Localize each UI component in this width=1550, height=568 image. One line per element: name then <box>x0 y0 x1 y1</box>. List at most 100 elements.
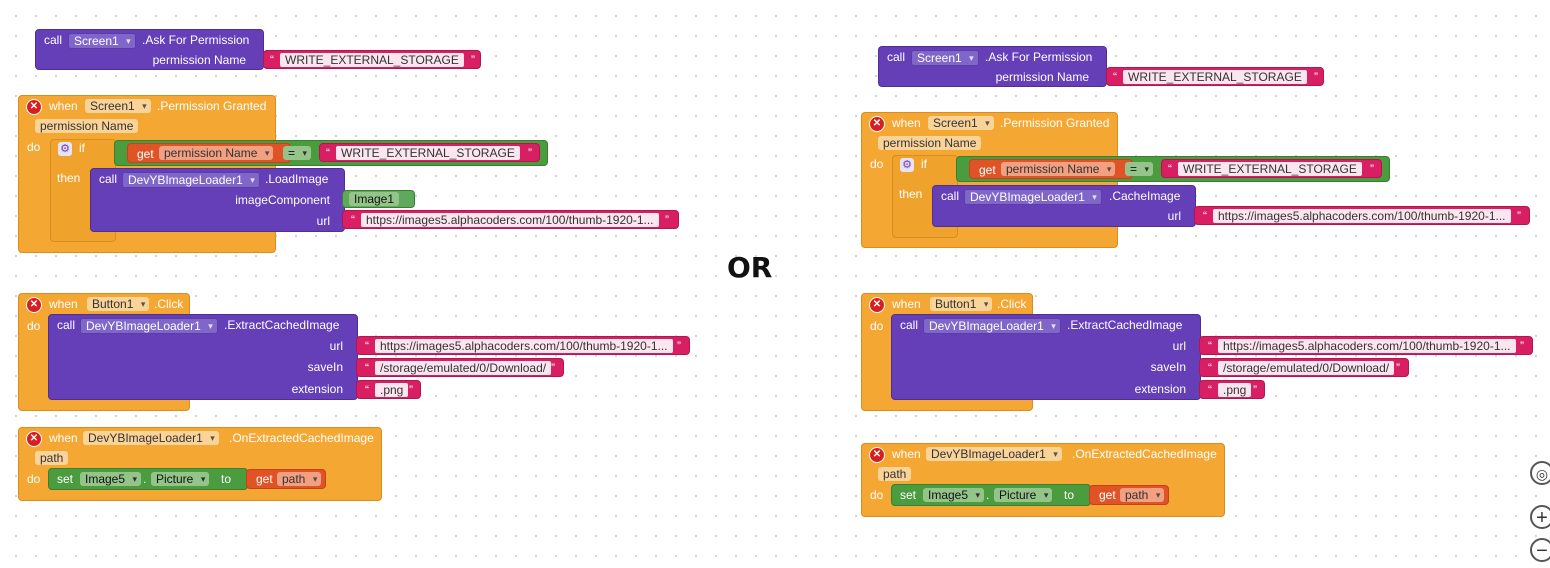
call-keyword: call <box>941 189 960 203</box>
zoom-in-icon[interactable]: + <box>1530 505 1550 529</box>
screen1-dropdown[interactable]: Screen1 <box>911 50 979 66</box>
url-text-value[interactable]: https://images5.alphacoders.com/100/thum… <box>1213 209 1511 223</box>
get-block[interactable]: get permission Name <box>127 143 291 163</box>
image1-component[interactable]: Image1 <box>349 192 400 206</box>
text-value[interactable]: WRITE_EXTERNAL_STORAGE <box>1123 70 1307 84</box>
dot-separator: . <box>143 472 147 486</box>
error-icon[interactable]: ✕ <box>869 297 885 313</box>
get-block[interactable]: get permission Name <box>969 159 1133 179</box>
savein-label: saveIn <box>307 360 343 374</box>
picture-dropdown[interactable]: Picture <box>151 472 210 486</box>
url-text-value[interactable]: https://images5.alphacoders.com/100/thum… <box>361 213 659 227</box>
loader-dropdown[interactable]: DevYBImageLoader1 <box>83 431 219 445</box>
equals-operator-dropdown[interactable]: = <box>283 146 312 160</box>
do-keyword: do <box>870 157 884 171</box>
mutator-gear-icon[interactable]: ⚙ <box>900 158 914 172</box>
text-block[interactable]: “ WRITE_EXTERNAL_STORAGE ” <box>319 143 540 162</box>
extract-call-block[interactable]: call DevYBImageLoader1 .ExtractCachedIma… <box>48 314 358 400</box>
url-label: url <box>1172 339 1186 353</box>
compare-block[interactable]: get permission Name = “ WRITE_EXTERNAL_S… <box>114 140 548 166</box>
to-keyword: to <box>221 472 232 486</box>
error-icon[interactable]: ✕ <box>869 447 885 463</box>
text-value[interactable]: WRITE_EXTERNAL_STORAGE <box>1178 162 1362 176</box>
extension-text-block[interactable]: “ .png ” <box>356 380 421 399</box>
set-picture-block[interactable]: set Image5 . Picture to <box>891 484 1091 506</box>
permission-name-param[interactable]: permission Name <box>35 119 139 133</box>
text-block[interactable]: “ WRITE_EXTERNAL_STORAGE ” <box>1106 67 1324 86</box>
permission-name-param[interactable]: permission Name <box>878 136 982 150</box>
loader-dropdown[interactable]: DevYBImageLoader1 <box>964 189 1102 205</box>
url-label: url <box>316 214 330 228</box>
extension-text-block[interactable]: “ .png ” <box>1199 380 1265 399</box>
recenter-icon[interactable]: ◎ <box>1530 461 1550 485</box>
compare-block[interactable]: get permission Name = “ WRITE_EXTERNAL_S… <box>956 156 1390 182</box>
ask-permission-block-right[interactable]: call Screen1 .Ask For Permission permiss… <box>878 46 1107 87</box>
text-block[interactable]: “ WRITE_EXTERNAL_STORAGE ” <box>263 50 481 69</box>
extract-label: .ExtractCachedImage <box>1067 318 1183 332</box>
savein-text-value[interactable]: /storage/emulated/0/Download/ <box>375 361 552 375</box>
get-path-block[interactable]: get path <box>1089 485 1169 505</box>
error-icon[interactable]: ✕ <box>26 99 42 115</box>
extracted-label: .OnExtractedCachedImage <box>1072 447 1217 461</box>
screen1-dropdown[interactable]: Screen1 <box>68 33 136 49</box>
savein-text-block[interactable]: “ /storage/emulated/0/Download/ ” <box>356 358 564 377</box>
set-picture-block[interactable]: set Image5 . Picture to <box>48 468 248 490</box>
screen1-dropdown[interactable]: Screen1 <box>85 99 151 113</box>
then-keyword: then <box>57 171 81 185</box>
extension-text-value[interactable]: .png <box>375 383 409 397</box>
image5-dropdown[interactable]: Image5 <box>80 472 142 486</box>
equals-operator-dropdown[interactable]: = <box>1125 162 1154 176</box>
call-keyword: call <box>44 33 63 47</box>
text-block[interactable]: “ WRITE_EXTERNAL_STORAGE ” <box>1161 159 1382 178</box>
cacheimage-call-block[interactable]: call DevYBImageLoader1 .CacheImage url <box>932 185 1196 227</box>
permission-name-dropdown[interactable]: permission Name <box>1001 162 1116 176</box>
image5-dropdown[interactable]: Image5 <box>923 488 985 502</box>
savein-label: saveIn <box>1150 360 1186 374</box>
permission-name-label: permission Name <box>152 53 246 67</box>
button1-dropdown[interactable]: Button1 <box>930 297 993 311</box>
ask-permission-label: .Ask For Permission <box>142 33 250 47</box>
path-param[interactable]: path <box>878 467 912 481</box>
zoom-out-icon[interactable]: − <box>1530 538 1550 562</box>
screen1-dropdown[interactable]: Screen1 <box>928 116 994 130</box>
path-dropdown[interactable]: path <box>277 472 322 486</box>
do-keyword: do <box>870 319 884 333</box>
picture-dropdown[interactable]: Picture <box>994 488 1053 502</box>
do-keyword: do <box>27 472 41 486</box>
error-icon[interactable]: ✕ <box>869 116 885 132</box>
url-text-block[interactable]: “ https://images5.alphacoders.com/100/th… <box>342 210 679 229</box>
extension-text-value[interactable]: .png <box>1218 383 1252 397</box>
get-keyword: get <box>137 147 154 161</box>
error-icon[interactable]: ✕ <box>26 297 42 313</box>
text-value[interactable]: WRITE_EXTERNAL_STORAGE <box>280 53 464 67</box>
loader-dropdown[interactable]: DevYBImageLoader1 <box>926 447 1062 461</box>
path-param[interactable]: path <box>35 451 69 465</box>
button1-dropdown[interactable]: Button1 <box>87 297 150 311</box>
dot-separator: . <box>986 488 990 502</box>
when-keyword: when <box>892 297 921 311</box>
image1-component-block[interactable]: Image1 <box>342 190 415 208</box>
url-text-value[interactable]: https://images5.alphacoders.com/100/thum… <box>375 339 673 353</box>
loadimage-call-block[interactable]: call DevYBImageLoader1 .LoadImage imageC… <box>90 168 345 232</box>
path-dropdown[interactable]: path <box>1120 488 1165 502</box>
extract-call-block[interactable]: call DevYBImageLoader1 .ExtractCachedIma… <box>891 314 1201 400</box>
loader-dropdown[interactable]: DevYBImageLoader1 <box>80 318 218 334</box>
cacheimage-label: .CacheImage <box>1109 189 1181 203</box>
error-icon[interactable]: ✕ <box>26 431 42 447</box>
mutator-gear-icon[interactable]: ⚙ <box>58 142 72 156</box>
url-text-block[interactable]: “ https://images5.alphacoders.com/100/th… <box>356 336 690 355</box>
url-text-value[interactable]: https://images5.alphacoders.com/100/thum… <box>1218 339 1516 353</box>
url-text-block[interactable]: “ https://images5.alphacoders.com/100/th… <box>1199 336 1533 355</box>
extracted-label: .OnExtractedCachedImage <box>229 431 374 445</box>
extract-label: .ExtractCachedImage <box>224 318 340 332</box>
ask-permission-block-left[interactable]: call Screen1 .Ask For Permission permiss… <box>35 29 264 70</box>
savein-text-block[interactable]: “ /storage/emulated/0/Download/ ” <box>1199 358 1409 377</box>
loader-dropdown[interactable]: DevYBImageLoader1 <box>923 318 1061 334</box>
permission-name-label: permission Name <box>995 70 1089 84</box>
permission-name-dropdown[interactable]: permission Name <box>159 146 274 160</box>
text-value[interactable]: WRITE_EXTERNAL_STORAGE <box>336 146 520 160</box>
url-text-block[interactable]: “ https://images5.alphacoders.com/100/th… <box>1194 206 1530 225</box>
loader-dropdown[interactable]: DevYBImageLoader1 <box>122 172 260 188</box>
get-path-block[interactable]: get path <box>246 469 326 489</box>
savein-text-value[interactable]: /storage/emulated/0/Download/ <box>1218 361 1395 375</box>
